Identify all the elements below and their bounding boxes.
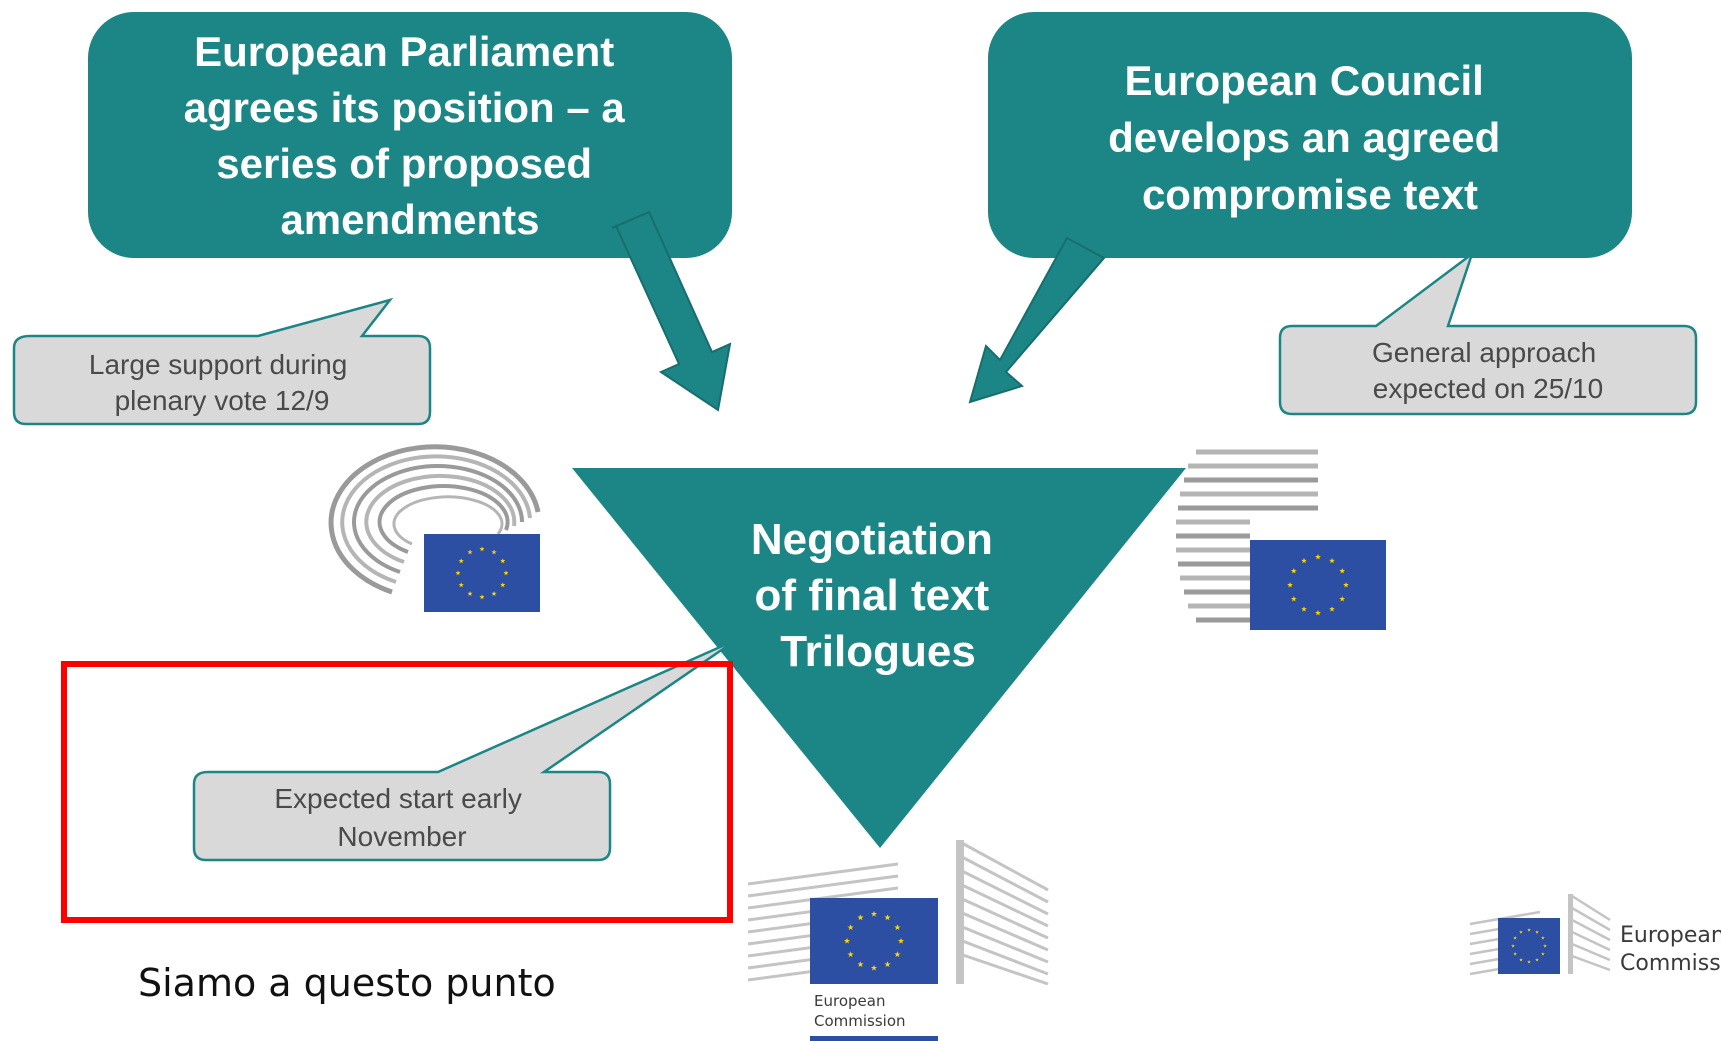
commission-logo-center-line-2: Commission — [814, 1012, 906, 1030]
parliament-to-negotiation-arrow — [611, 210, 732, 412]
commission-logo-corner: European Commission — [1469, 894, 1721, 976]
negotiation-line-2: of final text — [755, 571, 990, 620]
parliament-position-box: European Parliament agrees its position … — [88, 12, 732, 258]
council-position-box: European Council develops an agreed comp… — [988, 12, 1632, 258]
council-callout-line-1: General approach — [1372, 337, 1596, 368]
negotiation-line-1: Negotiation — [751, 515, 993, 564]
council-building-icon — [1176, 449, 1386, 630]
commission-building-icon: European Commission — [747, 840, 1049, 1041]
negotiation-triangle: Negotiation of final text Trilogues — [572, 468, 1186, 848]
parliament-box-line-3: series of proposed — [216, 140, 592, 187]
council-approach-callout: General approach expected on 25/10 — [1278, 250, 1698, 416]
svg-text:Large support during ple: Large support during plenary vote 12/9 — [89, 349, 355, 416]
council-box-line-3: compromise text — [1142, 171, 1478, 218]
eu-flag-icon — [1250, 540, 1386, 630]
svg-text:General approach expecte: General approach expected on 25/10 — [1372, 337, 1604, 404]
commission-logo-center-line-1: European — [814, 992, 885, 1010]
highlight-rectangle — [61, 661, 733, 923]
parliament-callout-line-2: plenary vote 12/9 — [115, 385, 330, 416]
parliament-callout-line-1: Large support during — [89, 349, 347, 380]
council-callout-line-2: expected on 25/10 — [1373, 373, 1603, 404]
svg-text:European Council develop: European Council develops an agreed comp… — [1108, 57, 1512, 218]
eu-flag-icon — [424, 534, 540, 612]
trilogue-callout-line-2: November — [337, 821, 466, 852]
svg-text:European Parliament agre: European Parliament agrees its position … — [184, 28, 637, 243]
trilogue-callout-line-1: Expected start early — [274, 783, 521, 814]
parliament-hemicycle-icon — [328, 444, 541, 612]
commission-logo-corner-line-1: European — [1620, 923, 1721, 948]
parliament-box-line-4: amendments — [280, 196, 539, 243]
council-box-line-1: European Council — [1124, 57, 1483, 104]
parliament-box-line-2: agrees its position – a — [184, 84, 626, 131]
eu-flag-icon — [1498, 918, 1560, 974]
parliament-vote-callout: Large support during plenary vote 12/9 — [12, 297, 432, 426]
commission-logo-corner-line-2: Commission — [1620, 951, 1721, 976]
negotiation-line-3: Trilogues — [780, 627, 976, 676]
svg-text:European Commission: European Commission — [814, 992, 906, 1030]
council-box-line-2: develops an agreed — [1108, 114, 1500, 161]
svg-text:European Commission: European Commission — [1620, 923, 1721, 976]
trilogue-start-callout: Expected start early November — [192, 638, 737, 862]
caption-text: Siamo a questo punto — [138, 961, 556, 1005]
council-to-negotiation-arrow — [968, 236, 1106, 404]
svg-text:Negotiation of final tex: Negotiation of final text Trilogues — [751, 515, 1005, 676]
parliament-box-line-1: European Parliament — [194, 28, 614, 75]
svg-text:Expected start early Nov: Expected start early November — [274, 783, 529, 852]
